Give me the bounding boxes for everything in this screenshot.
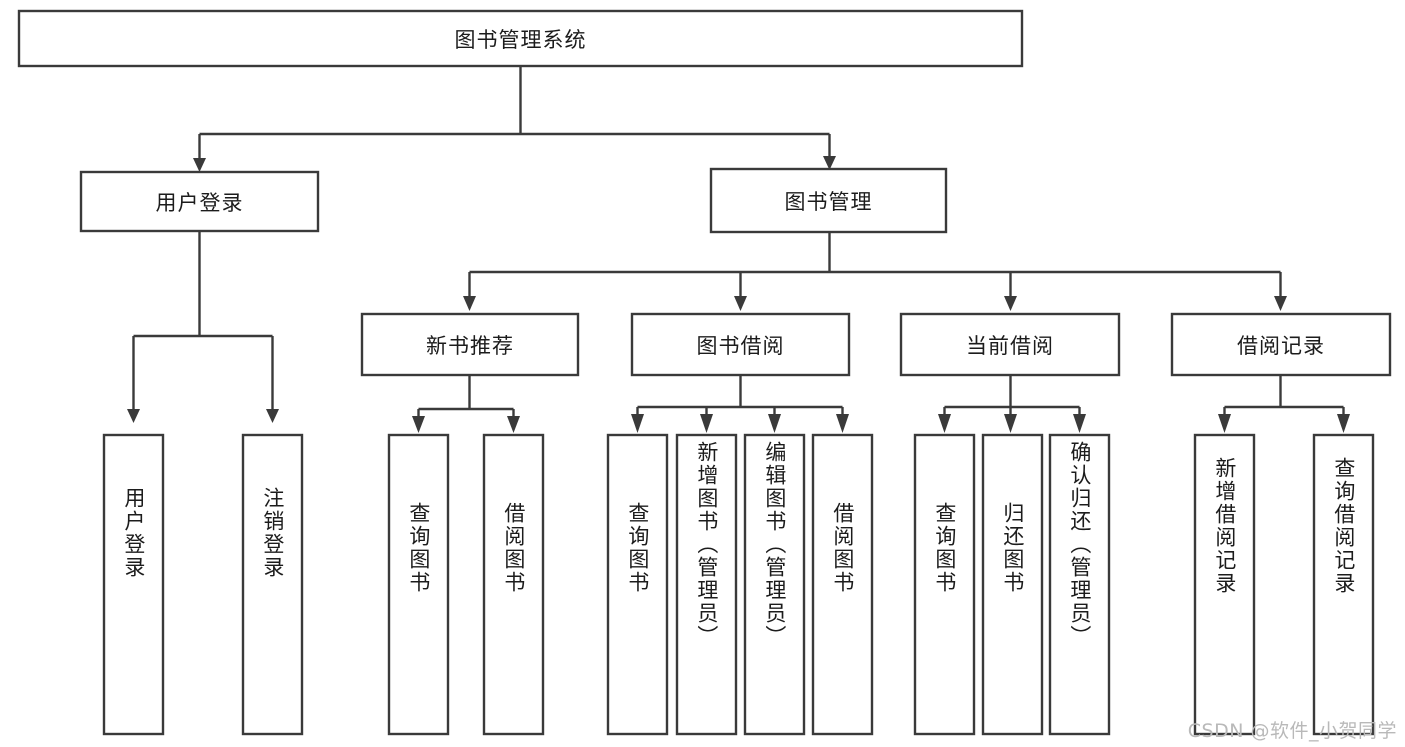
node-box-leaf-book-borrow-1[interactable] <box>606 433 669 736</box>
node-box-leaf-book-borrow-2[interactable] <box>675 433 738 736</box>
arrowhead-user-login-leaf1 <box>127 409 140 423</box>
node-box-borrow-record[interactable] <box>1170 312 1392 377</box>
arrowhead-book-borrow-l1 <box>631 414 644 433</box>
csdn-watermark: CSDN @软件_小贺同学 <box>1187 720 1397 742</box>
node-box-book-borrow[interactable] <box>630 312 851 377</box>
node-box-current-borrow[interactable] <box>899 312 1121 377</box>
arrowhead-book-mgmt-current <box>1004 296 1017 311</box>
node-box-leaf-user-login-2[interactable] <box>241 433 304 736</box>
arrowhead-current-borrow-l1 <box>938 414 951 433</box>
arrowhead-current-borrow-l3 <box>1073 414 1086 433</box>
arrowhead-book-mgmt-new-book <box>463 296 476 311</box>
arrowhead-new-book-l1 <box>412 416 425 433</box>
node-box-leaf-new-book-2[interactable] <box>482 433 545 736</box>
node-box-leaf-current-borrow-3[interactable] <box>1048 433 1111 736</box>
arrowhead-user-login-leaf2 <box>266 409 279 423</box>
arrowhead-book-mgmt-borrow <box>734 296 747 311</box>
node-box-leaf-borrow-record-2[interactable] <box>1312 433 1375 736</box>
node-box-leaf-book-borrow-3[interactable] <box>743 433 806 736</box>
node-box-leaf-borrow-record-1[interactable] <box>1193 433 1256 736</box>
node-box-leaf-current-borrow-1[interactable] <box>913 433 976 736</box>
arrowhead-borrow-record-l2 <box>1337 414 1350 433</box>
arrowhead-book-mgmt-record <box>1274 296 1287 311</box>
node-box-leaf-current-borrow-2[interactable] <box>981 433 1044 736</box>
arrowhead-new-book-l2 <box>507 416 520 433</box>
node-box-leaf-new-book-1[interactable] <box>387 433 450 736</box>
node-box-root[interactable] <box>17 9 1024 68</box>
arrowhead-book-borrow-l2 <box>700 414 713 433</box>
node-box-leaf-user-login-1[interactable] <box>102 433 165 736</box>
arrowhead-root-to-book-mgmt <box>823 156 836 170</box>
node-box-book-management[interactable] <box>709 167 948 234</box>
node-box-new-book-recommend[interactable] <box>360 312 580 377</box>
arrowhead-borrow-record-l1 <box>1218 414 1231 433</box>
arrowhead-current-borrow-l2 <box>1004 414 1017 433</box>
node-box-user-login[interactable] <box>79 170 320 233</box>
node-box-leaf-book-borrow-4[interactable] <box>811 433 874 736</box>
arrowhead-root-to-user-login <box>193 158 206 172</box>
arrowhead-book-borrow-l4 <box>836 414 849 433</box>
arrowhead-book-borrow-l3 <box>768 414 781 433</box>
